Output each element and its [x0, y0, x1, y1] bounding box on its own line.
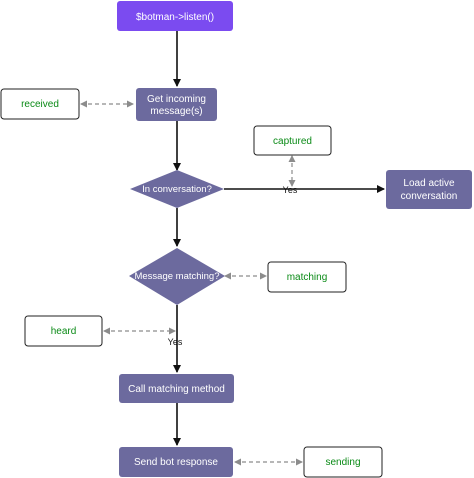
event-received-box: [0, 88, 80, 120]
event-sending-box: [303, 446, 383, 478]
call-method-node: Call matching method: [119, 374, 234, 403]
event-captured-label: captured: [273, 136, 312, 147]
event-matching-box: [267, 261, 347, 293]
message-matching-diamond: [129, 248, 225, 305]
start-node-box: [117, 1, 233, 31]
send-response-label: Send bot response: [134, 457, 218, 468]
edge-label-yes-conversation: Yes: [283, 185, 298, 195]
in-conversation-label: In conversation?: [142, 184, 212, 195]
event-connectors: [80, 100, 303, 466]
get-message-box: [136, 88, 217, 121]
event-heard-box: [24, 315, 103, 347]
load-conversation-box: [386, 170, 472, 209]
get-message-label-line2: message(s): [150, 106, 202, 117]
start-node-label: $botman->listen(): [136, 12, 214, 23]
load-conversation-label-line1: Load active: [403, 178, 455, 189]
event-heard: heard: [24, 315, 103, 347]
event-received-label: received: [21, 99, 59, 110]
message-matching-decision: Message matching?: [129, 248, 225, 305]
event-matching-label: matching: [287, 272, 328, 283]
event-sending: sending: [303, 446, 383, 478]
call-method-label: Call matching method: [128, 384, 225, 395]
send-response-box: [119, 447, 233, 477]
event-matching: matching: [267, 261, 347, 293]
call-method-box: [119, 374, 234, 403]
load-conversation-node: Load active conversation: [386, 170, 472, 209]
get-message-node: Get incoming message(s): [136, 88, 217, 121]
edge-label-yes-matching: Yes: [168, 337, 183, 347]
in-conversation-decision: In conversation?: [130, 170, 224, 208]
event-heard-label: heard: [51, 326, 77, 337]
main-connectors: [173, 31, 385, 446]
load-conversation-label-line2: conversation: [401, 191, 458, 202]
start-node: $botman->listen(): [117, 1, 233, 31]
send-response-node: Send bot response: [119, 447, 233, 477]
event-captured-box: [253, 125, 332, 156]
message-matching-label: Message matching?: [134, 271, 219, 282]
event-sending-label: sending: [325, 457, 360, 468]
event-captured: captured: [253, 125, 332, 156]
event-received: received: [0, 88, 80, 120]
get-message-label-line1: Get incoming: [147, 94, 206, 105]
in-conversation-diamond: [130, 170, 224, 208]
